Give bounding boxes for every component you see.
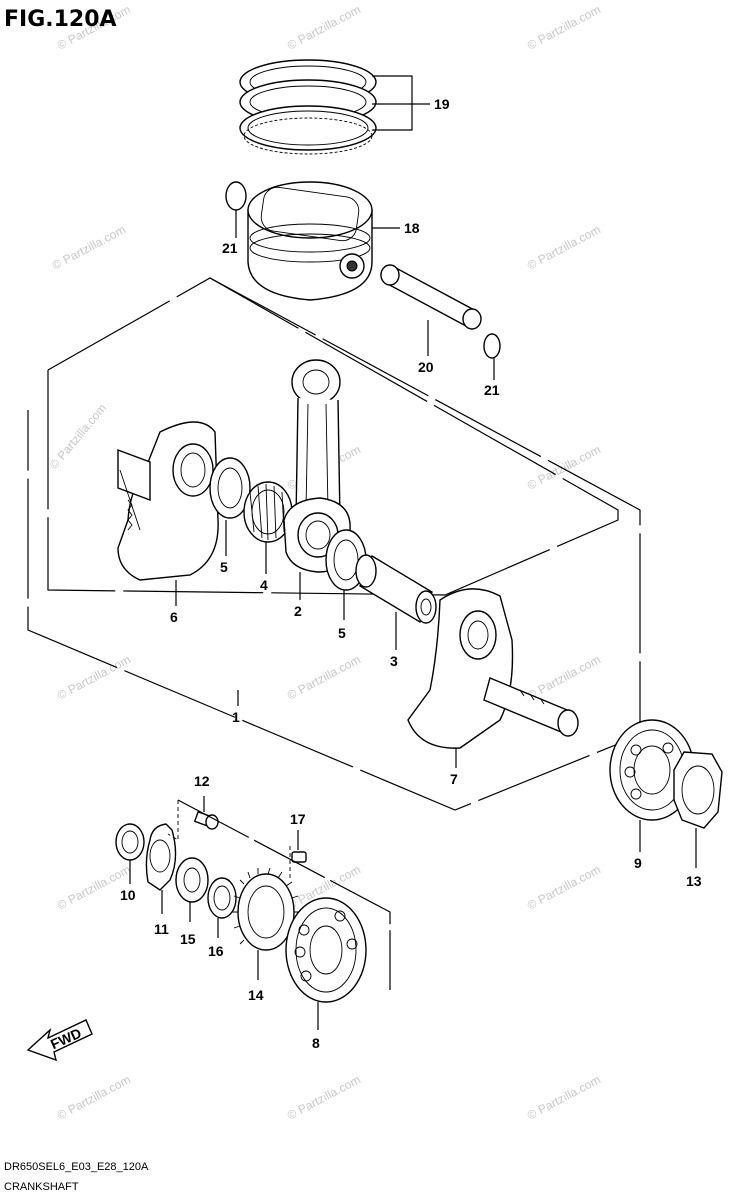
figure-name: CRANKSHAFT bbox=[4, 1181, 79, 1193]
callout-18: 18 bbox=[404, 220, 420, 236]
spacer bbox=[175, 857, 209, 903]
watermark: © Partzilla.com bbox=[285, 652, 363, 702]
callout-5-left: 5 bbox=[220, 559, 228, 575]
callout-21-left: 21 bbox=[222, 240, 238, 256]
watermark: © Partzilla.com bbox=[55, 652, 133, 702]
watermark: © Partzilla.com bbox=[55, 1072, 133, 1122]
callout-12: 12 bbox=[194, 773, 210, 789]
leader-19 bbox=[372, 75, 413, 131]
watermark: © Partzilla.com bbox=[525, 2, 603, 52]
watermark: © Partzilla.com bbox=[525, 442, 603, 492]
callout-3: 3 bbox=[390, 653, 398, 669]
fwd-arrow-icon: FWD bbox=[26, 1019, 93, 1062]
callout-11: 11 bbox=[154, 921, 169, 937]
callout-4: 4 bbox=[260, 577, 268, 593]
callout-1: 1 bbox=[232, 709, 240, 725]
callout-2: 2 bbox=[294, 603, 302, 619]
piston bbox=[247, 181, 373, 301]
callout-6: 6 bbox=[170, 609, 178, 625]
callout-16: 16 bbox=[208, 943, 224, 959]
left-crank-web bbox=[117, 421, 219, 581]
callout-20: 20 bbox=[418, 359, 434, 375]
thrust-washer-left bbox=[209, 457, 251, 519]
callout-5-right: 5 bbox=[338, 625, 346, 641]
piston-rings bbox=[239, 59, 377, 155]
callout-8: 8 bbox=[312, 1035, 320, 1051]
dowel-pin bbox=[291, 851, 307, 863]
callout-7: 7 bbox=[450, 771, 458, 787]
watermark: © Partzilla.com bbox=[525, 862, 603, 912]
callout-19: 19 bbox=[434, 96, 450, 112]
circlip-left bbox=[225, 181, 247, 211]
left-bearing bbox=[285, 897, 367, 1003]
watermark: © Partzilla.com bbox=[525, 222, 603, 272]
callout-10: 10 bbox=[120, 887, 136, 903]
needle-bearing bbox=[243, 481, 293, 543]
watermark: © Partzilla.com bbox=[285, 2, 363, 52]
callout-14: 14 bbox=[248, 987, 264, 1003]
washer bbox=[207, 877, 237, 919]
crankshaft-assembly-box bbox=[27, 277, 641, 811]
callout-21-right: 21 bbox=[484, 382, 500, 398]
watermark: © Partzilla.com bbox=[47, 401, 110, 472]
lower-assembly-lines bbox=[177, 799, 391, 990]
circlip-right bbox=[483, 333, 501, 359]
fwd-label: FWD bbox=[48, 1025, 84, 1053]
oil-seal bbox=[115, 823, 145, 861]
right-bearing bbox=[609, 719, 695, 821]
watermark: © Partzilla.com bbox=[525, 1072, 603, 1122]
watermark: © Partzilla.com bbox=[525, 652, 603, 702]
callout-9: 9 bbox=[634, 855, 642, 871]
callout-13: 13 bbox=[686, 873, 702, 889]
figure-code: DR650SEL6_E03_E28_120A bbox=[4, 1161, 149, 1173]
callout-15: 15 bbox=[180, 931, 196, 947]
crank-pin bbox=[355, 554, 437, 624]
figure-title: FIG.120A bbox=[4, 7, 117, 32]
watermark: © Partzilla.com bbox=[50, 222, 128, 272]
crankshaft-nut bbox=[673, 751, 723, 829]
callout-17: 17 bbox=[290, 811, 306, 827]
watermark: © Partzilla.com bbox=[285, 1072, 363, 1122]
conrod-assembly-box bbox=[47, 277, 619, 596]
retainer-plate bbox=[145, 823, 177, 891]
right-crank-web bbox=[407, 588, 579, 749]
piston-pin bbox=[380, 264, 482, 330]
